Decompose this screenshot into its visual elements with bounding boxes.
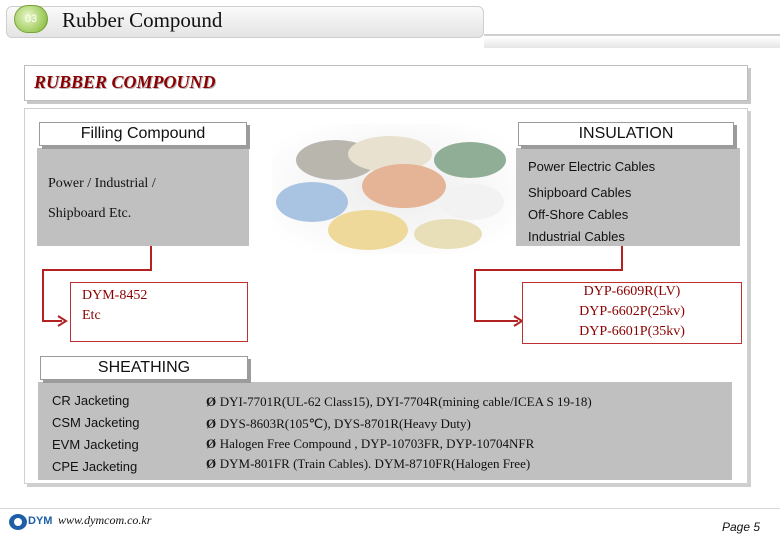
insulation-item: Industrial Cables — [528, 229, 625, 244]
filling-line-2: Shipboard Etc. — [48, 206, 132, 221]
insulation-connector-horizontal — [474, 269, 623, 271]
filling-compound-label-text: Filling Compound — [80, 125, 206, 142]
sheathing-bullet-row: Ø DYS-8603R(105℃), DYS-8701R(Heavy Duty) — [206, 416, 471, 432]
page-number: Page 5 — [722, 520, 761, 534]
insulation-connector-arrow-line — [474, 320, 518, 322]
blue-pellets — [276, 182, 348, 222]
filling-connector-down — [42, 269, 44, 321]
sheathing-bullet-row: Ø DYM-801FR (Train Cables). DYM-8710FR(H… — [206, 456, 530, 472]
footer-divider — [0, 508, 780, 509]
insulation-product-line: DYP-6609R(LV) — [583, 284, 681, 299]
filling-line-1: Power / Industrial / — [48, 176, 156, 191]
filling-connector-arrow-line — [42, 320, 62, 322]
sheathing-grey-panel — [38, 382, 732, 480]
header-divider — [484, 34, 780, 48]
orange-pellets — [362, 164, 446, 208]
filling-connector-horizontal — [42, 269, 152, 271]
sheathing-bullet-text: DYM-801FR (Train Cables). DYM-8710FR(Hal… — [219, 456, 531, 471]
sheathing-item: CSM Jacketing — [52, 415, 140, 430]
bullet-arrow-icon: Ø — [206, 416, 217, 431]
insulation-item: Off-Shore Cables — [528, 207, 629, 222]
cream-pellets — [348, 136, 432, 172]
sheathing-item: EVM Jacketing — [52, 437, 139, 452]
sheathing-label-text: SHEATHING — [97, 359, 191, 376]
sheathing-label: SHEATHING — [40, 356, 248, 380]
tan-pellets — [414, 219, 482, 249]
section-title: RUBBER COMPOUND — [34, 72, 216, 92]
bullet-arrow-icon: Ø — [206, 456, 217, 471]
green-pellets — [434, 142, 506, 178]
bullet-arrow-icon: Ø — [206, 394, 217, 409]
insulation-connector-down — [474, 269, 476, 321]
sheathing-bullet-row: Ø Halogen Free Compound , DYP-10703FR, D… — [206, 436, 534, 452]
yellow-pellets — [328, 210, 408, 250]
section-title-box — [24, 65, 748, 101]
white-pellets — [440, 184, 504, 220]
insulation-product-box — [522, 282, 742, 344]
filling-product-line-2: Etc — [82, 308, 101, 323]
insulation-label-text: INSULATION — [578, 125, 674, 142]
logo-mark-icon — [9, 514, 27, 530]
filling-compound-label: Filling Compound — [39, 122, 247, 146]
header-bar — [6, 6, 484, 38]
filling-product-box — [70, 282, 248, 342]
insulation-item: Shipboard Cables — [528, 185, 632, 200]
bullet-arrow-icon: Ø — [206, 436, 217, 451]
insulation-label: INSULATION — [518, 122, 734, 146]
filling-connector-vertical — [150, 246, 152, 270]
insulation-product-line: DYP-6601P(35kv) — [579, 324, 685, 339]
sheathing-item: CR Jacketing — [52, 393, 130, 408]
section-number-badge: 03 — [14, 5, 48, 33]
sheathing-bullet-text: DYI-7701R(UL-62 Class15), DYI-7704R(mini… — [219, 394, 592, 409]
logo-text: DYM — [28, 515, 53, 527]
insulation-product-line: DYP-6602P(25kv) — [579, 304, 685, 319]
sheathing-bullet-text: DYS-8603R(105℃), DYS-8701R(Heavy Duty) — [219, 416, 471, 431]
arrow-right-icon — [57, 315, 68, 327]
insulation-connector-vertical — [621, 246, 623, 270]
filling-product-line-1: DYM-8452 — [82, 288, 148, 303]
sheathing-bullet-row: Ø DYI-7701R(UL-62 Class15), DYI-7704R(mi… — [206, 394, 592, 410]
company-logo: DYM — [8, 512, 58, 532]
sheathing-item: CPE Jacketing — [52, 459, 138, 474]
filling-grey-panel — [37, 148, 249, 246]
page-title: Rubber Compound — [62, 8, 223, 32]
insulation-item: Power Electric Cables — [528, 159, 656, 174]
footer-url[interactable]: www.dymcom.co.kr — [58, 513, 152, 527]
sheathing-bullet-text: Halogen Free Compound , DYP-10703FR, DYP… — [219, 436, 535, 451]
insulation-grey-panel — [516, 148, 740, 246]
compound-pellets-image — [272, 124, 516, 254]
